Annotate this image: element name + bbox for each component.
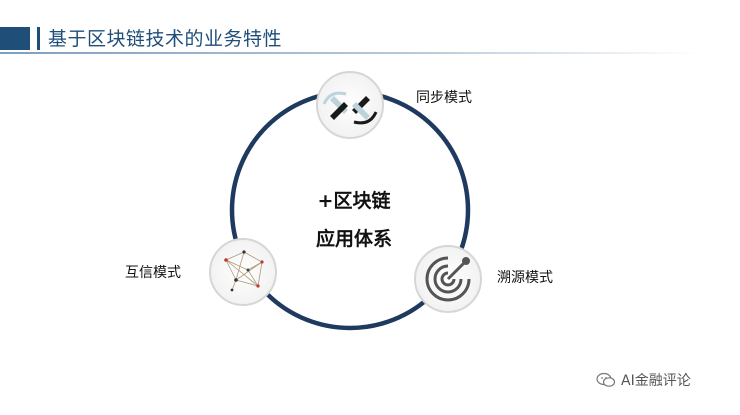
- network-icon: [225, 251, 263, 291]
- radar-icon: [425, 256, 471, 302]
- label-sync: 同步模式: [416, 90, 472, 106]
- network-nodes: [224, 250, 264, 292]
- slide-title: 基于区块链技术的业务特性: [48, 28, 283, 50]
- label-trust: 互信模式: [125, 265, 181, 281]
- title-bar-block: [0, 27, 30, 50]
- watermark-text: AI金融评论: [621, 373, 691, 389]
- wechat-icon: [596, 372, 616, 387]
- sync-arrows-icon: [322, 91, 378, 125]
- node-trust: [209, 238, 277, 306]
- title-divider: [0, 52, 700, 54]
- center-title-line1: +区块链: [317, 190, 391, 212]
- label-trace: 溯源模式: [497, 270, 553, 286]
- node-sync: [316, 71, 384, 139]
- center-title-line2: 应用体系: [315, 228, 392, 250]
- node-trace: [414, 245, 482, 313]
- title-bar-accent: [37, 27, 40, 50]
- watermark: AI金融评论: [596, 370, 691, 390]
